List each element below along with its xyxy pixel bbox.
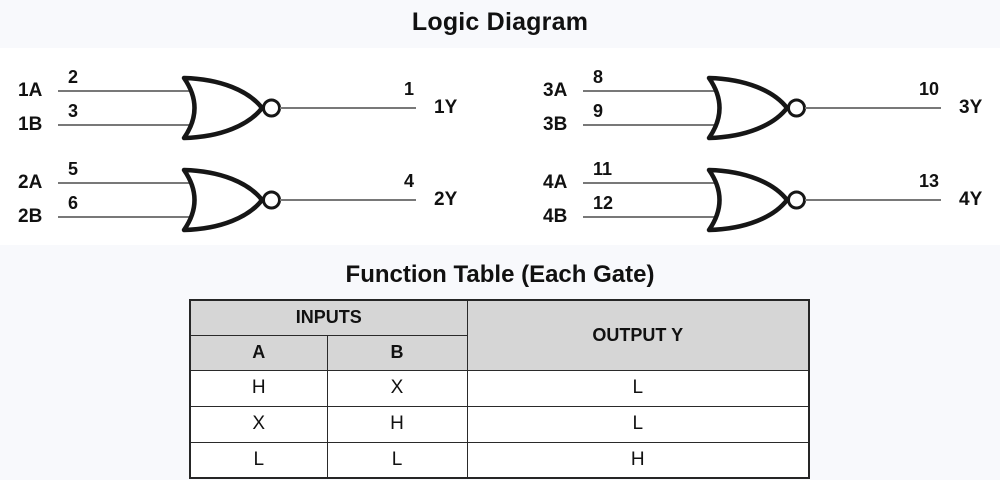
input-b-pin: 6	[68, 193, 79, 213]
table-column-header-row: A B	[189, 334, 809, 371]
function-table-title: Function Table (Each Gate)	[345, 261, 655, 288]
input-b-label: 1B	[18, 114, 43, 135]
gate-body	[181, 75, 265, 141]
table-row: L L H	[189, 441, 810, 479]
gate-body	[706, 167, 790, 233]
function-table: INPUTS OUTPUT Y A B H X L X H L L L H	[189, 299, 811, 479]
nor-gate-icon	[58, 167, 416, 233]
inputs-header-cell: INPUTS	[189, 299, 468, 336]
input-b-value: H	[326, 405, 468, 443]
input-a-label: 2A	[18, 172, 43, 193]
gate-body	[706, 75, 790, 141]
input-a-value: X	[189, 405, 328, 443]
output-pin: 1	[403, 79, 414, 99]
nor-gate-2: 2A 2B 5 6 4 2Y	[10, 158, 470, 248]
nor-gate-1: 1A 1B 2 3 1 1Y	[10, 66, 470, 156]
input-b-value: L	[326, 441, 468, 479]
inverter-bubble-icon	[262, 190, 281, 210]
nor-gate-icon	[583, 75, 941, 141]
input-a-pin: 5	[68, 159, 79, 179]
gate-body	[181, 167, 265, 233]
table-row: X H L	[189, 405, 810, 443]
table-row: H X L	[189, 369, 810, 407]
inverter-bubble-icon	[787, 190, 806, 210]
inverter-bubble-icon	[787, 98, 806, 118]
input-a-value: H	[189, 369, 328, 407]
input-a-value: L	[189, 441, 328, 479]
output-label: 1Y	[434, 97, 458, 118]
nor-gate-3: 3A 3B 8 9 10 3Y	[535, 66, 995, 156]
input-a-label: 4A	[543, 172, 568, 193]
input-b-pin: 3	[68, 101, 79, 121]
top-band	[0, 0, 1000, 48]
nor-gate-icon	[58, 75, 416, 141]
output-pin: 13	[918, 171, 939, 191]
output-pin: 10	[918, 79, 939, 99]
input-b-label: 3B	[543, 114, 568, 135]
input-b-value: X	[326, 369, 468, 407]
input-b-label: 2B	[18, 206, 43, 227]
table-header-group-row: INPUTS OUTPUT Y	[189, 299, 810, 371]
output-header-cell: OUTPUT Y	[466, 299, 810, 371]
output-label: 3Y	[959, 97, 983, 118]
column-header-a: A	[189, 334, 328, 371]
input-a-label: 3A	[543, 80, 568, 101]
output-pin: 4	[403, 171, 414, 191]
inverter-bubble-icon	[262, 98, 281, 118]
output-y-value: H	[466, 441, 810, 479]
input-b-pin: 9	[593, 101, 604, 121]
page-title: Logic Diagram	[411, 8, 589, 36]
output-y-value: L	[466, 369, 810, 407]
nor-gate-icon	[583, 167, 941, 233]
output-y-value: L	[466, 405, 810, 443]
input-b-pin: 12	[593, 193, 614, 213]
input-a-pin: 11	[593, 159, 613, 179]
column-header-b: B	[326, 334, 468, 371]
output-label: 2Y	[434, 189, 458, 210]
input-a-pin: 8	[593, 67, 604, 87]
input-a-pin: 2	[68, 67, 79, 87]
input-b-label: 4B	[543, 206, 568, 227]
output-label: 4Y	[959, 189, 983, 210]
input-a-label: 1A	[18, 80, 43, 101]
nor-gate-4: 4A 4B 11 12 13 4Y	[535, 158, 995, 248]
